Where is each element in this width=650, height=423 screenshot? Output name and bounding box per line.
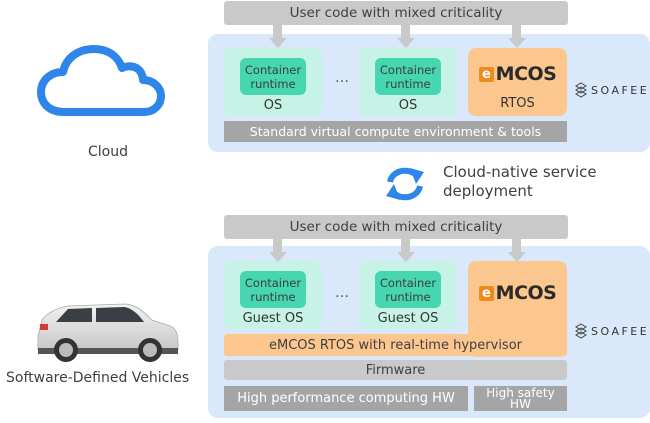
- top-arrow-2-head: [397, 38, 415, 48]
- cloud-label: Cloud: [88, 144, 128, 160]
- bottom-arrow-2-head: [397, 252, 415, 262]
- hpc-hw-bar: High performance computing HW: [224, 386, 468, 411]
- cloud-icon: [37, 45, 165, 116]
- car-icon: [37, 303, 179, 362]
- top-arrow-2: [401, 25, 410, 39]
- bottom-arrow-3: [512, 239, 521, 253]
- bottom-arrow-3-head: [508, 252, 526, 262]
- top-arrow-1-head: [269, 38, 287, 48]
- top-standard-env-bar: Standard virtual compute environment & t…: [224, 121, 567, 142]
- top-rtos-label: RTOS: [500, 95, 535, 111]
- deployment-label: Cloud-native service deployment: [443, 163, 597, 200]
- soafee-icon: [575, 323, 587, 339]
- bottom-guest-os-label-1: Guest OS: [242, 310, 304, 326]
- top-ellipsis: …: [335, 70, 349, 86]
- emcos-logo-icon: e: [478, 66, 494, 82]
- top-os-label-1: OS: [263, 97, 283, 113]
- bottom-container-runtime-1: Container runtime: [240, 271, 306, 308]
- top-container-runtime-2: Container runtime: [375, 58, 441, 95]
- emcos-logo-icon: e: [478, 285, 494, 301]
- bottom-arrow-2: [401, 239, 410, 253]
- top-user-code-bar: User code with mixed criticality: [224, 1, 568, 25]
- bottom-user-code-bar: User code with mixed criticality: [224, 215, 568, 239]
- top-user-code-label: User code with mixed criticality: [289, 5, 503, 21]
- vehicle-label: Software-Defined Vehicles: [6, 370, 190, 386]
- top-arrow-3-head: [508, 38, 526, 48]
- bottom-container-runtime-2: Container runtime: [375, 271, 441, 308]
- top-soafee-logo: SOAFEE: [574, 82, 649, 98]
- bottom-ellipsis: …: [335, 285, 349, 301]
- safety-hw-bar: High safety HW: [474, 386, 567, 411]
- sync-arrows-icon: [386, 167, 424, 201]
- top-os-label-2: OS: [398, 97, 418, 113]
- top-arrow-3: [512, 25, 521, 39]
- bottom-arrow-1: [273, 239, 282, 253]
- bottom-soafee-logo: SOAFEE: [574, 323, 649, 339]
- hypervisor-bar: eMCOS RTOS with real-time hypervisor: [224, 334, 567, 356]
- bottom-guest-os-label-2: Guest OS: [377, 310, 439, 326]
- top-emcos-rtos-box: [468, 48, 567, 116]
- soafee-icon: [575, 82, 587, 98]
- top-container-runtime-1: Container runtime: [240, 58, 306, 95]
- bottom-arrow-1-head: [269, 252, 287, 262]
- top-arrow-1: [273, 25, 282, 39]
- firmware-bar: Firmware: [224, 360, 567, 380]
